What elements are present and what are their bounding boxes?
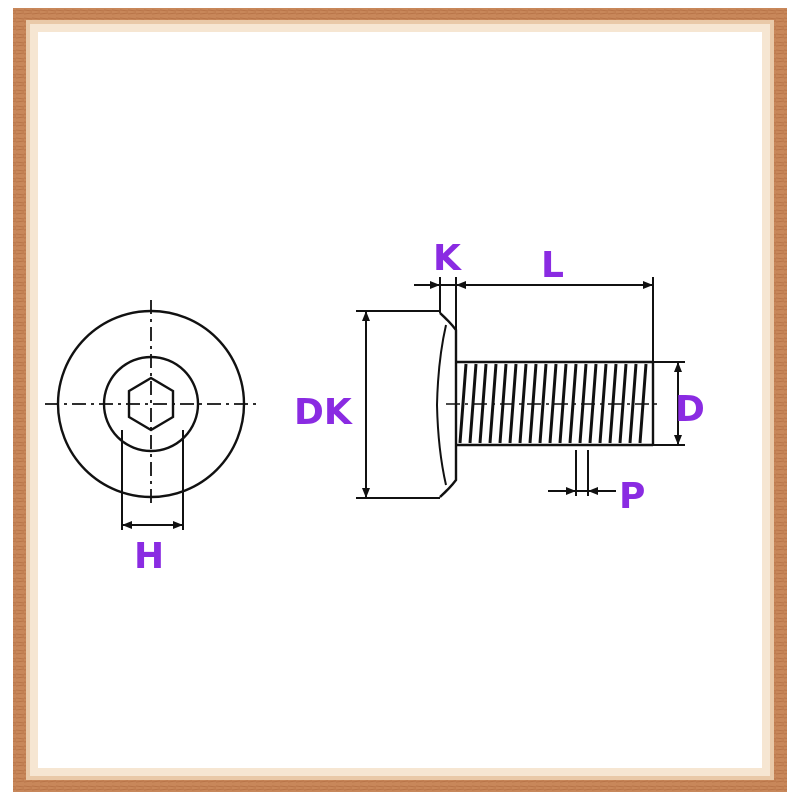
top-view [45, 300, 258, 530]
side-view [356, 277, 685, 499]
label-d: D [675, 389, 705, 430]
h-arrow-right [173, 521, 183, 529]
head-curve [435, 324, 447, 486]
label-h: H [134, 536, 164, 577]
label-p: P [619, 476, 645, 517]
dimension-labels: K L DK D P H [134, 238, 705, 577]
h-arrow-left [122, 521, 132, 529]
label-k: K [433, 238, 462, 279]
label-l: L [541, 245, 564, 286]
label-dk: DK [294, 392, 353, 433]
frame-inner-area [38, 32, 762, 768]
